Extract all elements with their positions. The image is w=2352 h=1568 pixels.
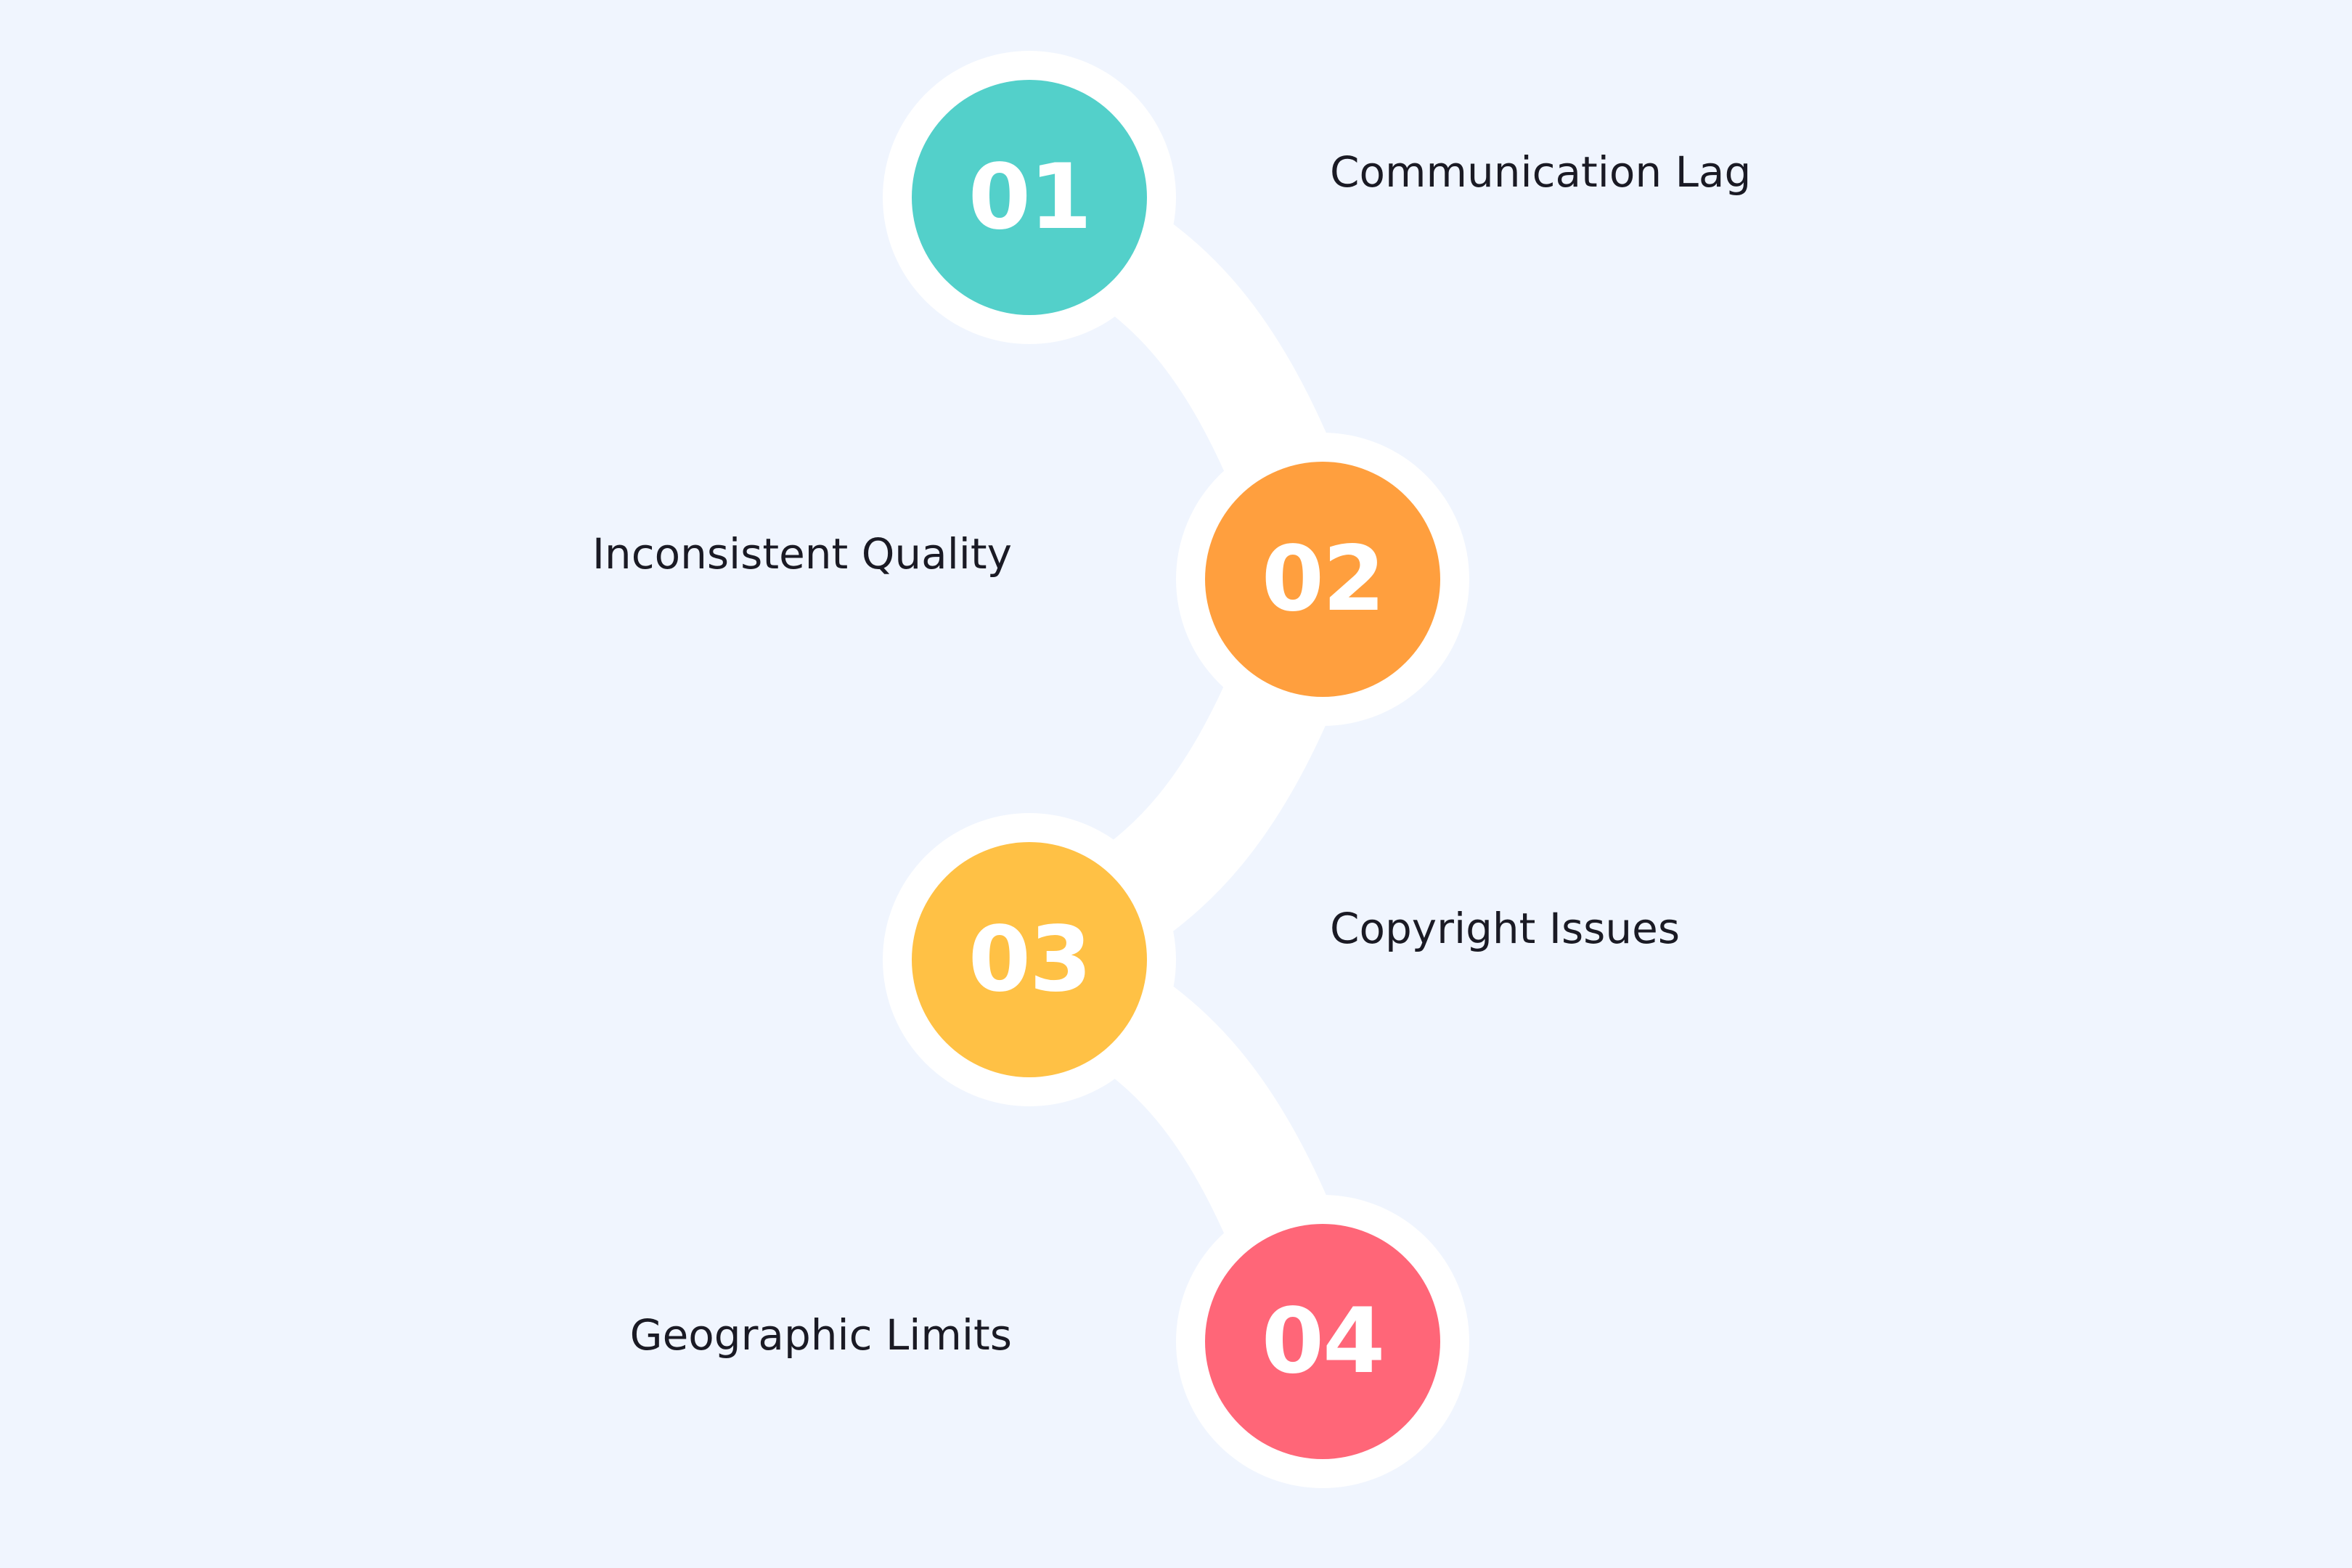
step-number-01: 01 [968,145,1093,250]
step-badge-01: 01 [912,80,1147,315]
step-number-04: 04 [1261,1289,1386,1394]
step-label-communication-lag: Communication Lag [1330,147,1752,197]
step-number-02: 02 [1261,527,1386,632]
step-badge-03: 03 [912,842,1147,1077]
step-label-inconsistent-quality: Inconsistent Quality [592,529,1012,579]
step-label-geographic-limits: Geographic Limits [629,1310,1012,1360]
step-badge-02: 02 [1205,462,1440,697]
step-number-03: 03 [968,907,1093,1012]
step-badge-04: 04 [1205,1224,1440,1459]
step-label-copyright-issues: Copyright Issues [1330,904,1681,953]
